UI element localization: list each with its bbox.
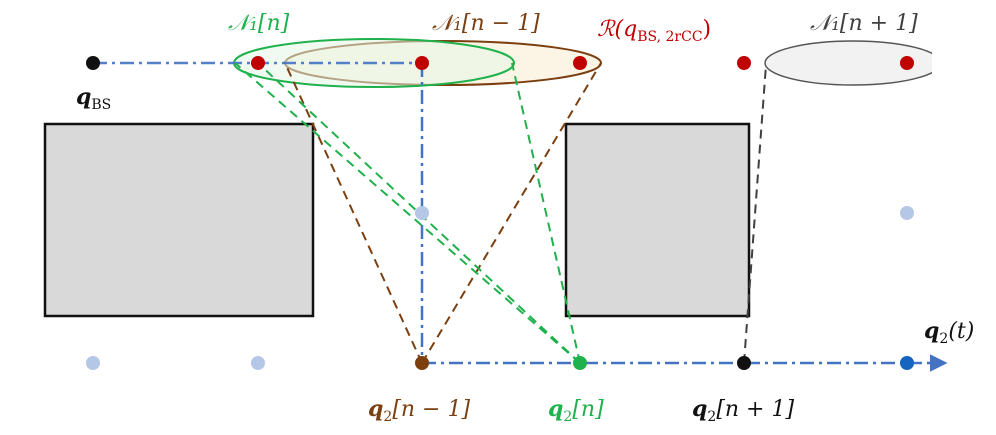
red-dot (415, 56, 429, 70)
cone-gray (743, 64, 767, 364)
label-q2-n: q2[n] (548, 396, 604, 425)
red-dot (737, 56, 751, 70)
cone-green-1 (234, 62, 581, 364)
cone-brown-right (421, 62, 602, 364)
red-dot (900, 56, 914, 70)
cone-green-2 (257, 62, 581, 364)
obstacle-left (43, 122, 315, 318)
label-q2-n-minus-1: q2[n − 1] (368, 396, 470, 425)
grid-dot (415, 206, 429, 220)
bs-dot (86, 56, 100, 70)
label-n1-n-minus-1: 𝒩₁[n − 1] (432, 11, 540, 36)
red-dot (573, 56, 587, 70)
label-n1-n: 𝒩₁[n] (228, 11, 290, 36)
cone-brown-left (284, 62, 423, 364)
label-q-bs: qBS (76, 84, 111, 113)
label-q2-t: q2(t) (924, 318, 974, 347)
obstacle-right (564, 122, 751, 318)
red-dot (251, 56, 265, 70)
grid-dot (251, 356, 265, 370)
grid-dot (900, 206, 914, 220)
label-n1-n-plus-1: 𝒩₁[n + 1] (810, 11, 918, 36)
q2-t-dot (900, 356, 914, 370)
region-n1-n-plus-1 (764, 40, 942, 86)
q2-n-dot (573, 356, 587, 370)
q2-n-minus-1-dot (415, 356, 429, 370)
cone-green-3 (511, 62, 581, 364)
q2-n-plus-1-dot (737, 356, 751, 370)
label-q2-n-plus-1: q2[n + 1] (692, 396, 794, 425)
grid-dot (86, 356, 100, 370)
label-region: ℛ(qBS, 2rCC) (597, 17, 711, 45)
